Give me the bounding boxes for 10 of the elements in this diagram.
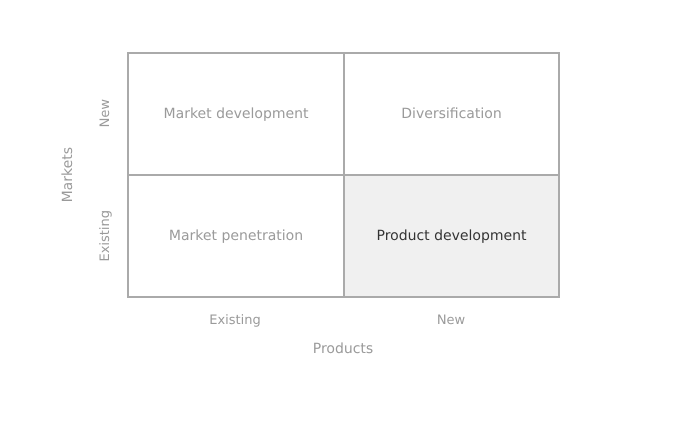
matrix-cell: Diversification — [343, 52, 560, 176]
matrix-cell: Market penetration — [127, 174, 345, 298]
matrix-cell: Product development — [343, 174, 560, 298]
axis-title: Markets — [60, 147, 76, 203]
axis-title: Products — [312, 341, 374, 357]
row-label: Existing — [98, 210, 112, 262]
row-label: New — [98, 98, 112, 128]
column-label: New — [436, 312, 466, 328]
column-label: Existing — [209, 312, 261, 328]
matrix-cell: Market development — [127, 52, 345, 176]
